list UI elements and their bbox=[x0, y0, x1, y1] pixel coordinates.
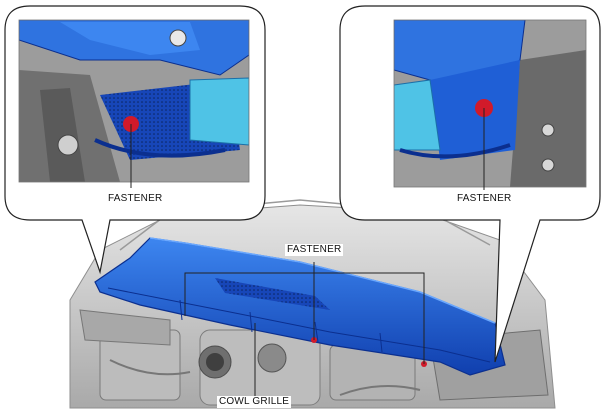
callout-left bbox=[4, 5, 266, 275]
callout-right bbox=[339, 5, 601, 363]
left-fastener-label: FASTENER bbox=[106, 193, 165, 205]
main-fastener-label: FASTENER bbox=[285, 244, 344, 256]
cowl-grille-label: COWL GRILLE bbox=[217, 396, 292, 408]
right-fastener-label: FASTENER bbox=[455, 193, 514, 205]
leader-lines bbox=[184, 262, 425, 398]
cowl-grille bbox=[94, 237, 506, 376]
